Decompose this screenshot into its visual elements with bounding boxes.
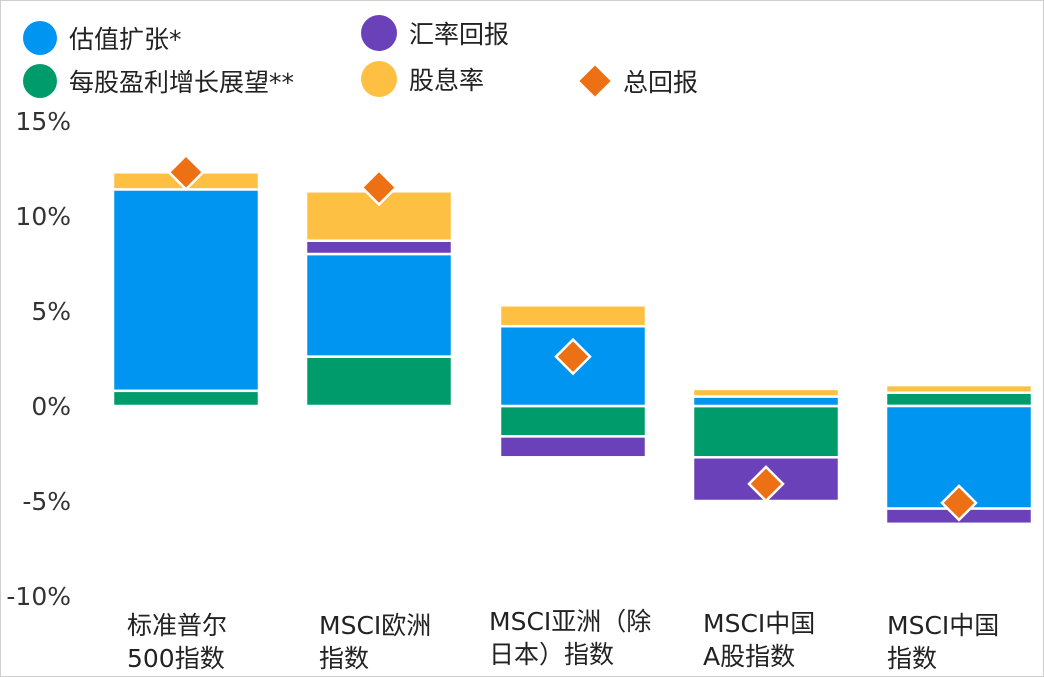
x-label-msci-china-line1: MSCI中国 [887,611,1000,640]
bar-segment [691,387,841,398]
bar-segment [111,389,261,408]
total-return-marker [554,337,592,376]
legend-swatch-dividend [361,61,397,97]
x-label-msci-europe-line2: 指数 [319,644,370,673]
legend-label-valuation: 估值扩张* [69,25,182,54]
y-tick-label: 15% [15,107,71,136]
bar-segment [304,355,454,408]
x-label-msci-asia: MSCI亚洲（除 日本）指数 [489,605,651,671]
legend-item-fx: 汇率回报 [361,15,509,51]
bar-segment [304,239,454,256]
bar-segment [691,395,841,408]
legend-swatch-eps [23,64,57,98]
y-tick-label: -5% [22,487,71,516]
bar-segment [498,435,648,459]
bar-segment [884,391,1034,408]
legend-item-total: 总回报 [579,63,698,99]
x-label-msci-china: MSCI中国 指数 [887,609,999,675]
x-label-msci-asia-line1: MSCI亚洲（除 [489,607,652,636]
x-label-sp500-line1: 标准普尔 [127,611,228,640]
legend-label-dividend: 股息率 [409,66,485,95]
legend-label-eps: 每股盈利增长展望** [69,68,295,97]
x-label-msci-europe-line1: MSCI欧洲 [319,611,432,640]
total-return-marker [940,484,978,522]
x-label-msci-china-a: MSCI中国 A股指数 [703,607,815,673]
bar-segment [304,190,454,242]
total-return-marker [747,465,785,503]
bars-group [111,171,1034,526]
legend-label-fx: 汇率回报 [409,20,510,49]
y-tick-label: -10% [6,582,71,611]
x-label-msci-asia-line2: 日本）指数 [489,640,615,669]
legend-swatch-valuation [23,21,57,55]
y-tick-label: 5% [31,297,71,326]
x-label-msci-china-a-line1: MSCI中国 [703,609,816,638]
bar-segment [304,252,454,358]
x-label-sp500-line2: 500指数 [127,644,225,673]
legend-item-eps: 每股盈利增长展望** [23,63,294,99]
bar-segment [111,188,261,393]
y-axis: 15% 10% 5% 0% -5% -10% [6,107,71,611]
y-tick-label: 10% [15,202,71,231]
x-label-msci-china-a-line2: A股指数 [703,642,796,671]
bar-segment [884,383,1034,394]
x-label-msci-china-line2: 指数 [887,644,938,673]
x-label-msci-europe: MSCI欧洲 指数 [319,609,431,675]
total-return-marker [360,168,398,207]
bar-segment [498,404,648,438]
legend-item-dividend: 股息率 [361,61,484,97]
total-return-markers [167,153,978,522]
legend-item-valuation: 估值扩张* [23,20,182,56]
legend-swatch-fx [361,15,397,51]
x-label-sp500: 标准普尔 500指数 [127,609,227,675]
total-return-marker [167,153,205,192]
y-tick-label: 0% [31,392,71,421]
bar-segment [498,304,648,328]
legend-label-total: 总回报 [623,68,699,97]
bar-segment [691,404,841,459]
